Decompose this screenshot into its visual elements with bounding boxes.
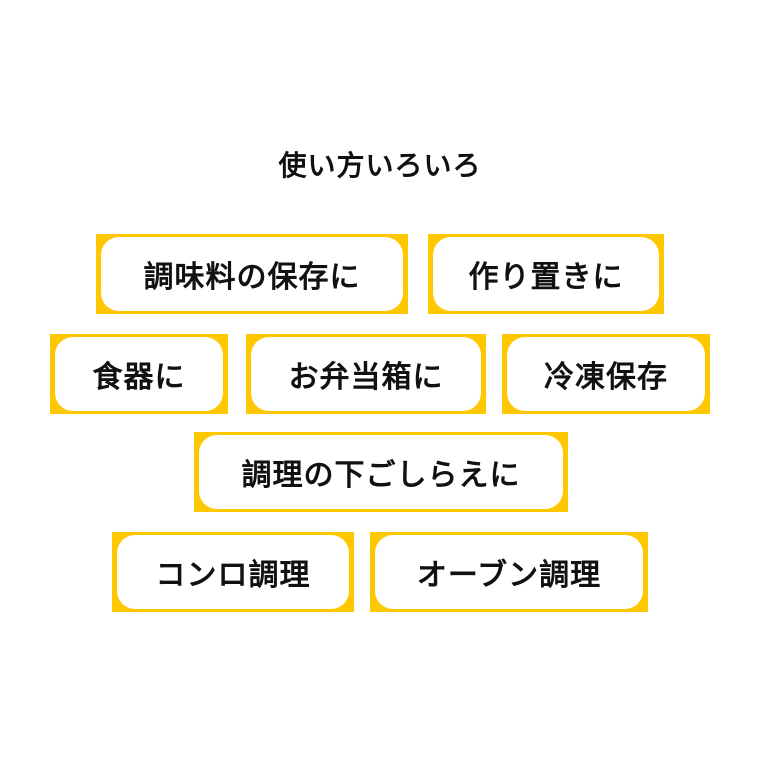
tag-label: コンロ調理 <box>117 535 349 609</box>
page-title: 使い方いろいろ <box>278 149 482 182</box>
tag-freezer-storage: 冷凍保存 <box>502 334 710 414</box>
tag-label: 作り置きに <box>433 237 659 311</box>
tag-cooking-prep: 調理の下ごしらえに <box>194 432 568 512</box>
tag-stovetop-cooking: コンロ調理 <box>112 532 354 612</box>
tag-label: 調味料の保存に <box>101 237 403 311</box>
tag-seasoning-storage: 調味料の保存に <box>96 234 408 314</box>
tag-oven-cooking: オーブン調理 <box>370 532 648 612</box>
tag-lunchbox: お弁当箱に <box>246 334 486 414</box>
tag-label: オーブン調理 <box>375 535 643 609</box>
tag-meal-prep: 作り置きに <box>428 234 664 314</box>
tag-label: 食器に <box>55 337 223 411</box>
tag-label: 調理の下ごしらえに <box>199 435 563 509</box>
tag-tableware: 食器に <box>50 334 228 414</box>
tag-label: お弁当箱に <box>251 337 481 411</box>
tag-label: 冷凍保存 <box>507 337 705 411</box>
